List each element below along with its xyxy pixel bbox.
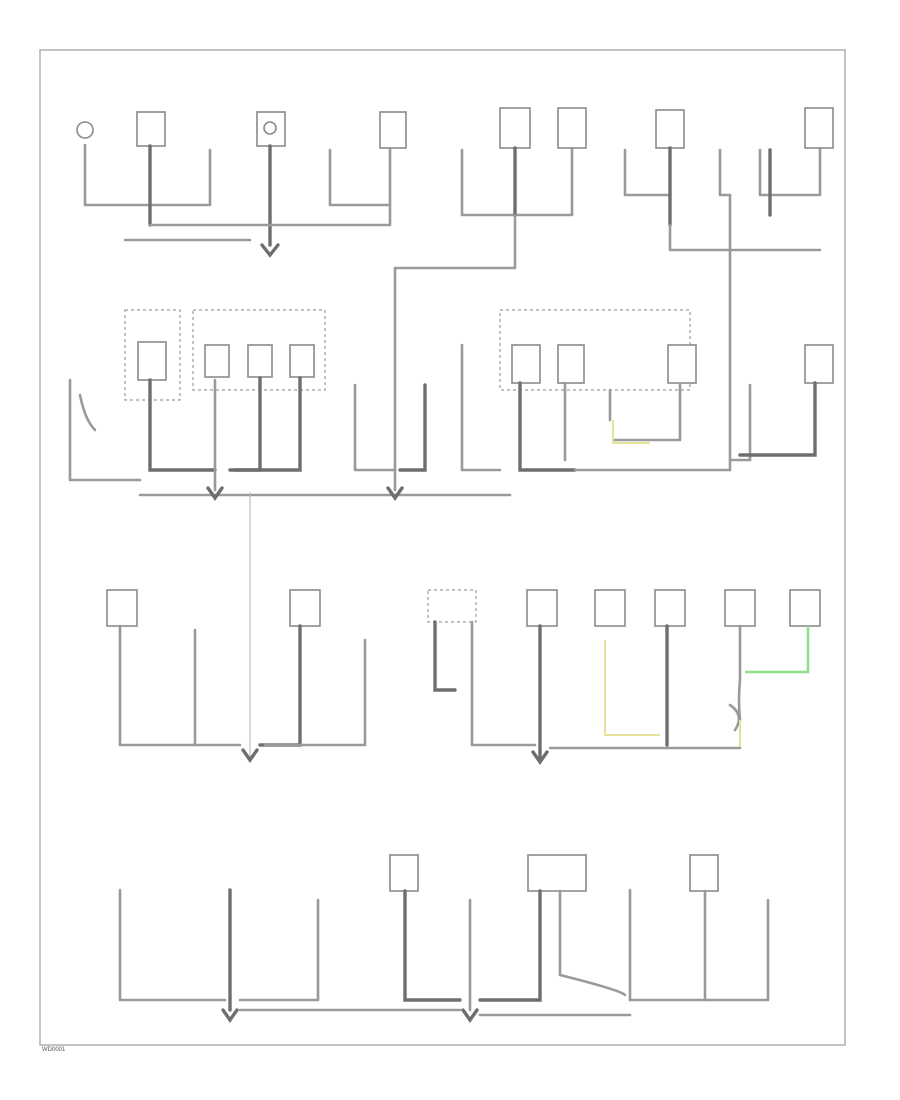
diagram-frame	[39, 49, 846, 1046]
wire	[403, 889, 462, 1002]
component-module	[289, 344, 315, 378]
page-tag: WD0001	[42, 1047, 66, 1053]
component-module	[654, 589, 686, 627]
wire	[518, 381, 577, 472]
wire	[738, 381, 817, 457]
component-module	[724, 589, 756, 627]
component-module	[557, 344, 585, 384]
wire	[460, 146, 574, 217]
wire	[268, 203, 392, 227]
component-module	[789, 589, 821, 627]
component-module	[106, 589, 138, 627]
component-module	[804, 107, 834, 149]
ground-symbol	[531, 750, 549, 765]
wire	[228, 376, 262, 472]
component-module	[655, 109, 685, 149]
wire	[460, 343, 502, 472]
wire	[118, 624, 242, 747]
wire-highlight-yellow	[612, 420, 650, 444]
ground-symbol	[241, 748, 259, 763]
wire	[728, 703, 741, 732]
wire	[718, 148, 732, 197]
ground-symbol	[260, 243, 280, 258]
wire	[328, 146, 392, 207]
wire	[353, 383, 397, 472]
component-module	[526, 589, 558, 627]
row-1-components	[62, 75, 834, 492]
wire	[258, 624, 302, 747]
component-module	[289, 589, 321, 627]
wire	[668, 223, 822, 252]
ground-symbol	[221, 1008, 239, 1023]
wire	[78, 393, 97, 432]
wire-highlight-yellow	[604, 640, 660, 736]
component-module	[136, 111, 166, 147]
component-module	[594, 589, 626, 627]
component-module	[137, 341, 167, 381]
component-module	[389, 854, 419, 892]
row-4-components	[118, 854, 770, 1023]
component-module	[557, 107, 587, 149]
component-lamp	[76, 121, 94, 139]
wire	[613, 381, 682, 442]
component-module	[527, 854, 587, 892]
wire	[118, 888, 227, 1002]
component-module	[379, 111, 407, 149]
label-block	[62, 75, 102, 107]
wire	[148, 378, 217, 472]
component-lamp	[263, 121, 277, 135]
component-module	[247, 344, 273, 378]
ground-symbol	[206, 486, 224, 501]
component-module	[667, 344, 697, 384]
row-2-components	[68, 309, 834, 760]
wire	[393, 213, 517, 492]
wire	[758, 146, 822, 197]
wire	[83, 143, 212, 207]
connector-box-dashed	[427, 589, 477, 623]
wire	[263, 638, 367, 747]
component-module	[804, 344, 834, 384]
component-module	[511, 344, 541, 384]
wire	[68, 378, 142, 482]
ground-symbol	[461, 1008, 479, 1023]
wire	[737, 624, 742, 722]
wire	[433, 620, 457, 692]
component-module	[204, 344, 230, 378]
wire	[238, 898, 320, 1002]
wire	[558, 889, 627, 997]
wire-highlight-green	[745, 626, 810, 674]
row-1-component-labels	[62, 75, 102, 107]
row-3-components	[106, 589, 821, 765]
wire	[478, 889, 542, 1002]
component-module	[499, 107, 531, 149]
wire	[233, 376, 302, 472]
wire	[728, 383, 752, 462]
ground-symbol	[386, 486, 404, 501]
wire	[470, 620, 537, 747]
wire	[623, 148, 672, 197]
wire	[398, 383, 427, 472]
component-module	[689, 854, 719, 892]
